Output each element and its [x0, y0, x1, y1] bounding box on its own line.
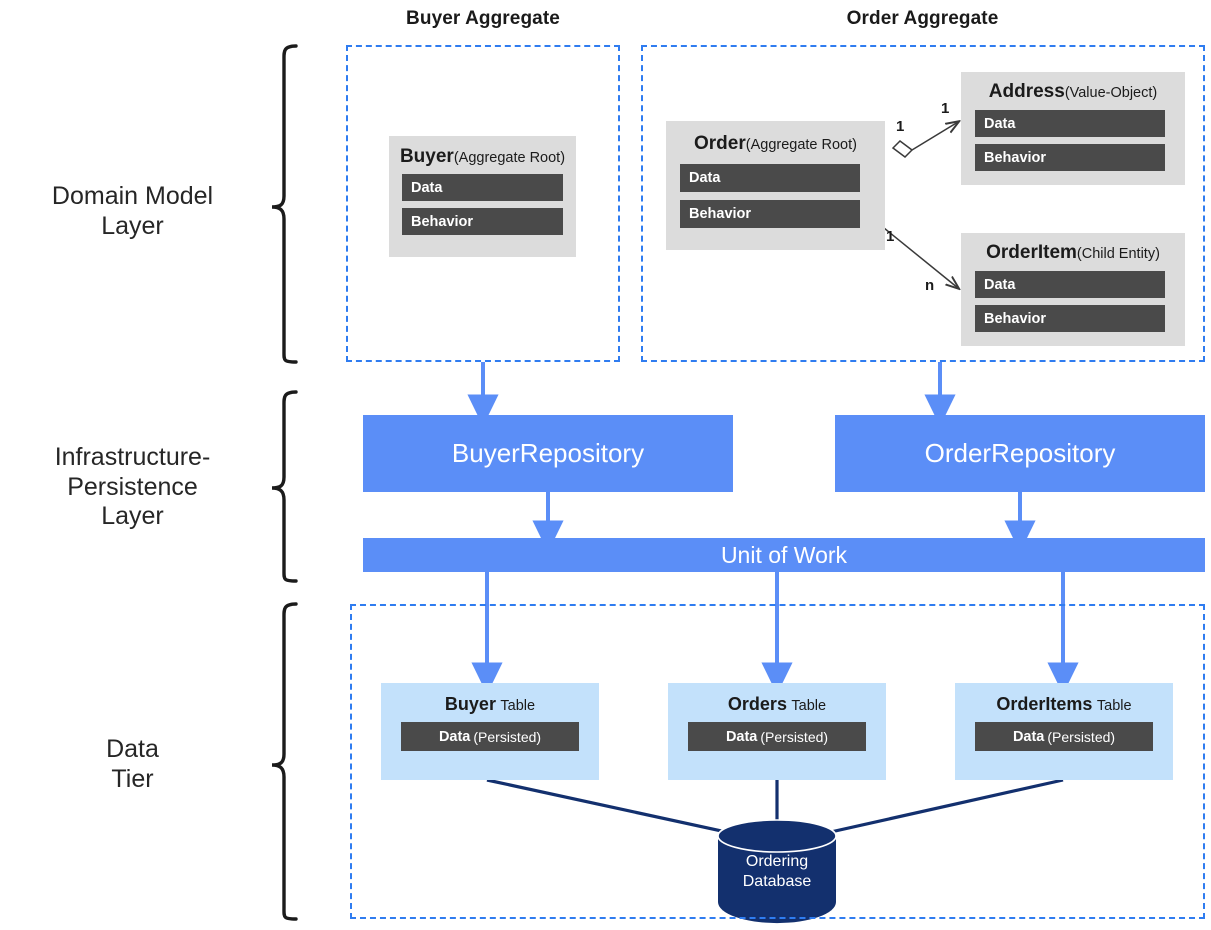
buyer-repository-box[interactable]: BuyerRepository: [363, 415, 733, 492]
order-data-bar: Data: [680, 164, 860, 192]
multiplicity-order-address-source: 1: [896, 118, 905, 135]
orderitem-entity-card: OrderItem(Child Entity) Data Behavior: [961, 233, 1185, 346]
multiplicity-order-orderitem-source: 1: [886, 228, 895, 245]
buyer-table-suffix: Table: [500, 698, 536, 714]
address-data-bar: Data: [975, 110, 1165, 137]
order-entity-stereotype: (Aggregate Root): [745, 137, 857, 153]
orderitems-table-box[interactable]: OrderItems Table Data(Persisted): [955, 683, 1173, 780]
brace-data-tier: [271, 602, 298, 921]
order-entity-name: Order: [694, 133, 746, 154]
orderitems-table-name: OrderItems: [996, 694, 1093, 714]
buyer-table-name: Buyer: [444, 694, 496, 714]
order-aggregate-boundary: [641, 45, 1205, 362]
buyer-behavior-bar: Behavior: [402, 208, 563, 235]
buyer-table-persisted-label: (Persisted): [473, 728, 542, 745]
address-entity-stereotype: (Value-Object): [1064, 85, 1158, 101]
buyer-aggregate-boundary: [346, 45, 620, 362]
order-repository-box[interactable]: OrderRepository: [835, 415, 1205, 492]
orders-table-persisted-label: (Persisted): [760, 728, 829, 745]
orders-table-suffix: Table: [791, 698, 827, 714]
orders-table-name: Orders: [727, 694, 787, 714]
order-aggregate-caption: Order Aggregate: [846, 8, 999, 29]
buyer-entity-stereotype: (Aggregate Root): [453, 150, 566, 166]
buyer-entity-title: Buyer(Aggregate Root): [389, 146, 576, 168]
unit-of-work-box[interactable]: Unit of Work: [363, 538, 1205, 572]
orderitems-table-persisted-label: (Persisted): [1047, 728, 1116, 745]
orderitem-data-bar: Data: [975, 271, 1165, 298]
layer-label-domain-model: Domain Model Layer: [51, 182, 214, 240]
buyer-entity-name: Buyer: [399, 146, 454, 167]
buyer-aggregate-caption: Buyer Aggregate: [406, 8, 560, 29]
buyer-table-title: Buyer Table: [381, 694, 599, 715]
address-entity-title: Address(Value-Object): [961, 81, 1185, 103]
buyer-table-data-label: Data: [438, 728, 471, 745]
orders-table-title: Orders Table: [668, 694, 886, 715]
orderitems-table-data-bar: Data(Persisted): [975, 722, 1153, 751]
orders-table-data-label: Data: [725, 728, 758, 745]
buyer-table-data-bar: Data(Persisted): [401, 722, 579, 751]
buyer-entity-card: Buyer(Aggregate Root) Data Behavior: [389, 136, 576, 257]
buyer-data-bar: Data: [402, 174, 563, 201]
layer-label-infrastructure: Infrastructure- Persistence Layer: [54, 443, 211, 530]
flow-arrows-aggregate-to-repository: [467, 362, 956, 427]
orders-table-box[interactable]: Orders Table Data(Persisted): [668, 683, 886, 780]
order-behavior-bar: Behavior: [680, 200, 860, 228]
address-entity-name: Address: [988, 81, 1065, 102]
orderitems-table-suffix: Table: [1096, 698, 1132, 714]
brace-domain-model: [271, 44, 298, 364]
flow-arrows-repository-to-uow: [532, 492, 1036, 553]
multiplicity-order-orderitem-target: n: [925, 277, 935, 294]
order-entity-card: Order(Aggregate Root) Data Behavior: [666, 121, 885, 250]
orders-table-data-bar: Data(Persisted): [688, 722, 866, 751]
multiplicity-order-address-target: 1: [941, 100, 950, 117]
orderitems-table-title: OrderItems Table: [955, 694, 1173, 715]
order-entity-title: Order(Aggregate Root): [666, 133, 885, 155]
address-entity-card: Address(Value-Object) Data Behavior: [961, 72, 1185, 185]
address-behavior-bar: Behavior: [975, 144, 1165, 171]
orderitem-behavior-bar: Behavior: [975, 305, 1165, 332]
orderitem-entity-stereotype: (Child Entity): [1076, 246, 1160, 262]
buyer-table-box[interactable]: Buyer Table Data(Persisted): [381, 683, 599, 780]
data-tier-boundary: [350, 604, 1205, 919]
orderitem-entity-title: OrderItem(Child Entity): [961, 242, 1185, 264]
layer-label-data-tier: Data Tier: [106, 735, 159, 793]
brace-infrastructure: [271, 390, 298, 583]
orderitem-entity-name: OrderItem: [986, 242, 1077, 263]
orderitems-table-data-label: Data: [1012, 728, 1045, 745]
